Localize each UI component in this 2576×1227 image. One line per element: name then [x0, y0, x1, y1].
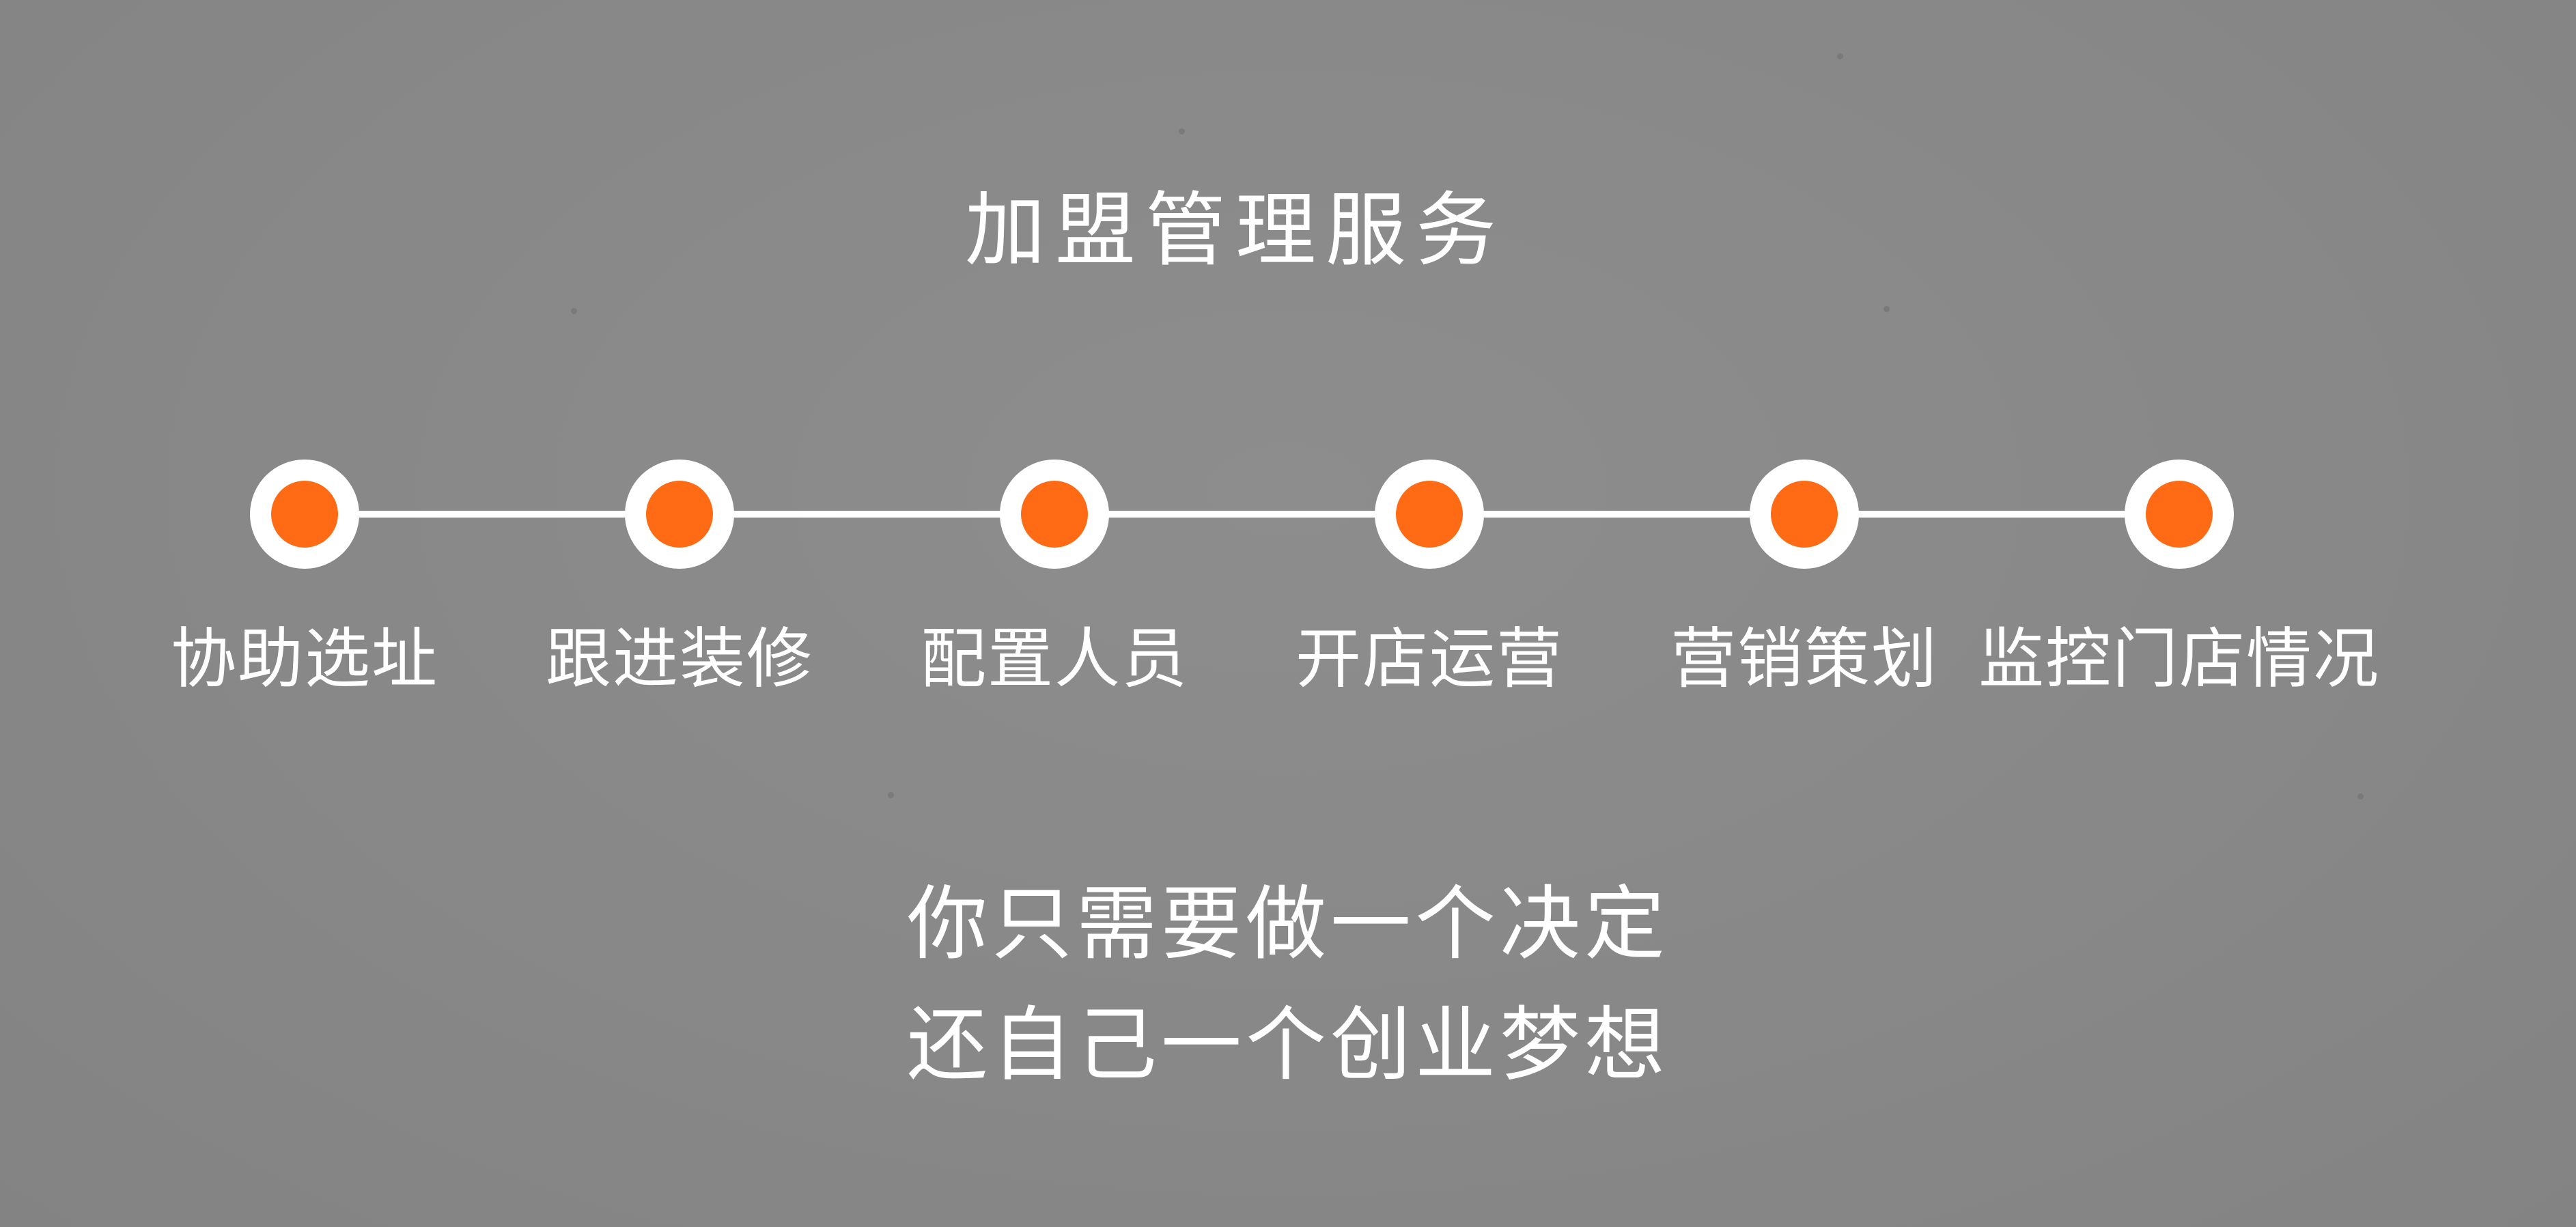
- node-dot: [1771, 481, 1838, 548]
- timeline-node-6: [2125, 460, 2234, 569]
- background-speck: [2357, 793, 2364, 800]
- timeline-node-2: [625, 460, 734, 569]
- node-dot: [1396, 481, 1463, 548]
- node-dot: [271, 481, 338, 548]
- step-label-4: 开店运营: [1296, 621, 1563, 697]
- slogan-line-2: 还自己一个创业梦想: [906, 998, 1669, 1092]
- slogan-line-1: 你只需要做一个决定: [906, 877, 1669, 971]
- node-dot: [646, 481, 713, 548]
- step-label-1: 协助选址: [171, 621, 438, 697]
- page-title: 加盟管理服务: [964, 183, 1506, 277]
- timeline-node-5: [1750, 460, 1859, 569]
- step-label-2: 跟进装修: [546, 621, 813, 697]
- node-dot: [2146, 481, 2213, 548]
- node-dot: [1021, 481, 1088, 548]
- service-timeline: 协助选址 跟进装修 配置人员 开店运营 营销策划 监控门店情况: [171, 460, 2380, 697]
- background-speck: [888, 792, 894, 798]
- background-speck: [1179, 128, 1185, 135]
- timeline-connector-line: [305, 511, 2181, 518]
- timeline-node-3: [1000, 460, 1109, 569]
- background-speck: [1884, 306, 1890, 312]
- step-label-6: 监控门店情况: [1978, 621, 2380, 697]
- timeline-node-1: [250, 460, 359, 569]
- timeline-node-4: [1375, 460, 1484, 569]
- background-speck: [571, 308, 577, 314]
- background-speck: [1837, 53, 1843, 59]
- step-label-5: 营销策划: [1670, 621, 1938, 697]
- step-label-3: 配置人员: [921, 621, 1188, 697]
